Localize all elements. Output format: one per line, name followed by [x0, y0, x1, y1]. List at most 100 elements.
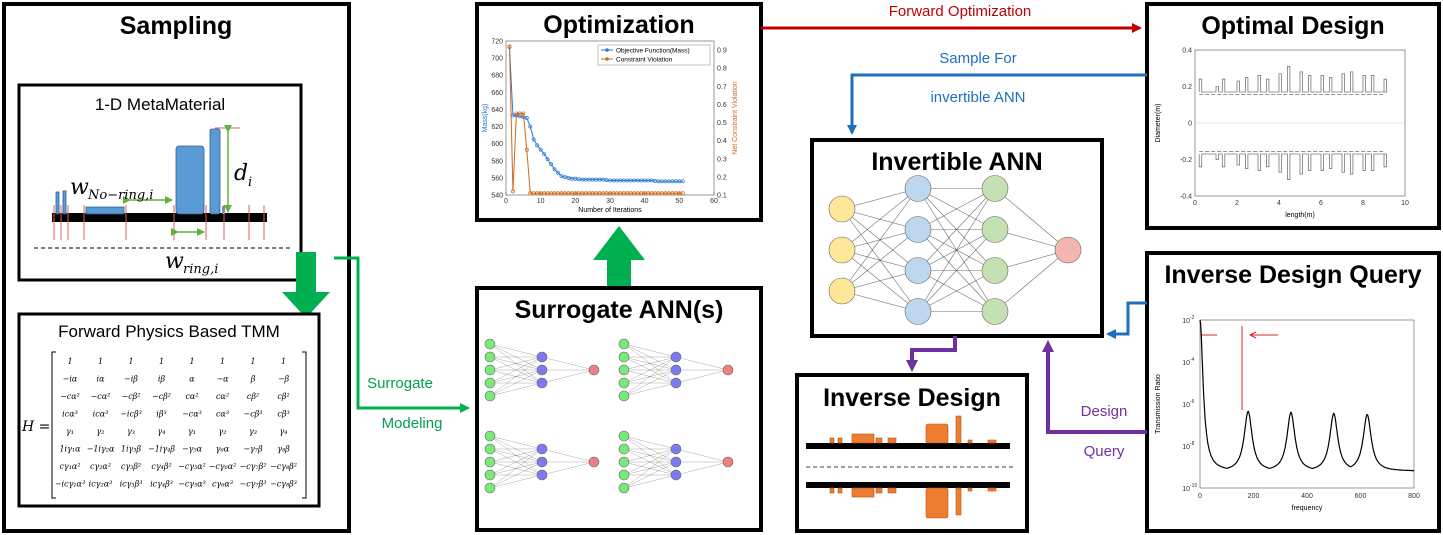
- inverse-design-drawing: [806, 415, 1014, 519]
- inv-net-node: [981, 175, 1009, 202]
- inv-net-edge: [917, 270, 996, 312]
- matrix-cell: 1iγ₁α: [59, 445, 81, 454]
- forward-optimization-label: Forward Optimization: [889, 3, 1032, 20]
- surrogate-net-edge: [489, 448, 543, 476]
- opt-ytick-label: 540: [491, 193, 503, 200]
- matrix-cell: 1: [220, 357, 225, 366]
- mass-point: [545, 157, 550, 162]
- opt-ytick-label: 600: [491, 141, 503, 148]
- mass-point: [566, 175, 571, 180]
- iq-xtick-label: 200: [1248, 493, 1260, 500]
- matrix-cell: icα³: [93, 410, 109, 419]
- surrogate-net-node: [722, 456, 734, 468]
- matrix-cell: cβ³: [277, 410, 289, 419]
- inv-net-node: [1054, 236, 1082, 264]
- matrix-cell: −icγ₁α³: [55, 480, 85, 489]
- matrix-cell: −cβ²: [121, 392, 140, 401]
- surrogate-net-edge: [623, 356, 677, 371]
- invertible-ann-flow-label: invertible ANN: [930, 89, 1025, 106]
- constraint-point: [524, 147, 529, 152]
- mass-point: [542, 151, 547, 156]
- surrogate-net-edge: [489, 435, 543, 450]
- inv-net-node: [981, 298, 1009, 325]
- invertible-ann-panel: Invertible ANN: [810, 138, 1104, 338]
- opt-legend: Objective Function(Mass) Constraint Viol…: [597, 44, 711, 66]
- matrix-cell: 1iγ₃β: [121, 445, 142, 454]
- surrogate-net-node: [618, 469, 630, 481]
- matrix-cell: −icβ³: [120, 410, 142, 419]
- mass-point: [531, 137, 536, 142]
- inverse-query-title: Inverse Design Query: [1164, 261, 1421, 289]
- inv-net-node: [904, 298, 932, 325]
- matrix-cell: −cγ₇β³: [239, 480, 266, 489]
- matrix-cell: iα: [97, 375, 106, 384]
- matrix-cell: −γ₇β: [243, 445, 263, 454]
- opt-y2tick-label: 0.9: [717, 48, 727, 55]
- opt-y2tick-label: 0.6: [717, 102, 727, 109]
- surrogate-net-node: [536, 377, 548, 389]
- iq-ytick-exp: -10: [1190, 483, 1197, 489]
- surrogate-net-edge: [675, 461, 729, 476]
- matrix-cell: −cβ²: [152, 392, 171, 401]
- surrogate-net-edge: [623, 461, 677, 489]
- inv-net-node: [904, 257, 932, 284]
- inverse-design-title: Inverse Design: [823, 384, 1001, 412]
- metamaterial-panel: 1-D MetaMaterial d: [17, 83, 303, 282]
- od-ytick-label: -0.4: [1180, 194, 1192, 201]
- surrogate-net-node: [484, 338, 496, 350]
- opt-xtick-label: 30: [606, 198, 614, 205]
- optimal-design-title: Optimal Design: [1201, 12, 1384, 40]
- surrogate-net-edge: [489, 461, 543, 489]
- opt-y2tick-label: 0.1: [717, 193, 727, 200]
- constraint-point: [680, 191, 685, 196]
- inv-net-edge: [917, 229, 996, 312]
- surrogate-net-node: [484, 482, 496, 494]
- surrogate-net-node: [670, 364, 682, 376]
- matrix-cell: −cα³: [182, 410, 202, 419]
- surrogate-net-node: [670, 351, 682, 363]
- opt-y2tick-label: 0.8: [717, 66, 727, 73]
- surrogate-net-edge: [489, 356, 543, 397]
- surrogate-net-node: [618, 456, 630, 468]
- surrogate-net-edge: [541, 448, 595, 463]
- surrogate-net-edge: [623, 369, 677, 397]
- opt-y2tick-label: 0.5: [717, 120, 727, 127]
- iq-ylabel: Transmission Ratio: [1155, 374, 1162, 434]
- matrix-cell: icγ₂α³: [89, 480, 113, 489]
- surrogate-net-edge: [489, 474, 543, 489]
- surrogate-title: Surrogate ANN(s): [515, 296, 724, 324]
- opt-xtick-label: 50: [675, 198, 683, 205]
- matrix-cell: cγ₂α²: [90, 462, 111, 471]
- matrix-cell: −iβ: [124, 375, 138, 384]
- mass-point: [680, 179, 685, 184]
- matrix-cell: icγ₃β³: [120, 480, 143, 489]
- up-arrow-green: [593, 226, 645, 290]
- surrogate-net-edge: [489, 356, 543, 371]
- surrogate-net-edge: [623, 448, 677, 463]
- surrogate-net-edge: [675, 369, 729, 384]
- surrogate-net-edge: [675, 356, 729, 371]
- opt-ylabel-left: Mass(kg): [482, 104, 489, 133]
- surrogate-net-node: [484, 377, 496, 389]
- od-ytick-label: 0: [1188, 121, 1192, 128]
- surrogate-net-node: [484, 469, 496, 481]
- surrogate-net-node: [618, 351, 630, 363]
- inv-net-edge: [994, 249, 1069, 312]
- matrix-cell: γ₆α: [216, 445, 230, 454]
- od-ytick-label: 0.2: [1182, 84, 1192, 91]
- iq-ytick-base: 10: [1182, 486, 1190, 493]
- matrix-cell: 1: [250, 357, 255, 366]
- surrogate-net-node: [588, 456, 600, 468]
- opt-y2tick-label: 0.2: [717, 174, 727, 181]
- opt-xtick-label: 20: [571, 198, 579, 205]
- query-to-ann-arrow: [1106, 301, 1147, 339]
- mass-point: [528, 124, 533, 129]
- matrix-cell: γ₂: [219, 427, 227, 436]
- mass-point: [535, 143, 540, 148]
- opt-y2tick-label: 0.3: [717, 156, 727, 163]
- query-marker-right: [1249, 331, 1278, 339]
- iq-ytick-base: 10: [1182, 402, 1190, 409]
